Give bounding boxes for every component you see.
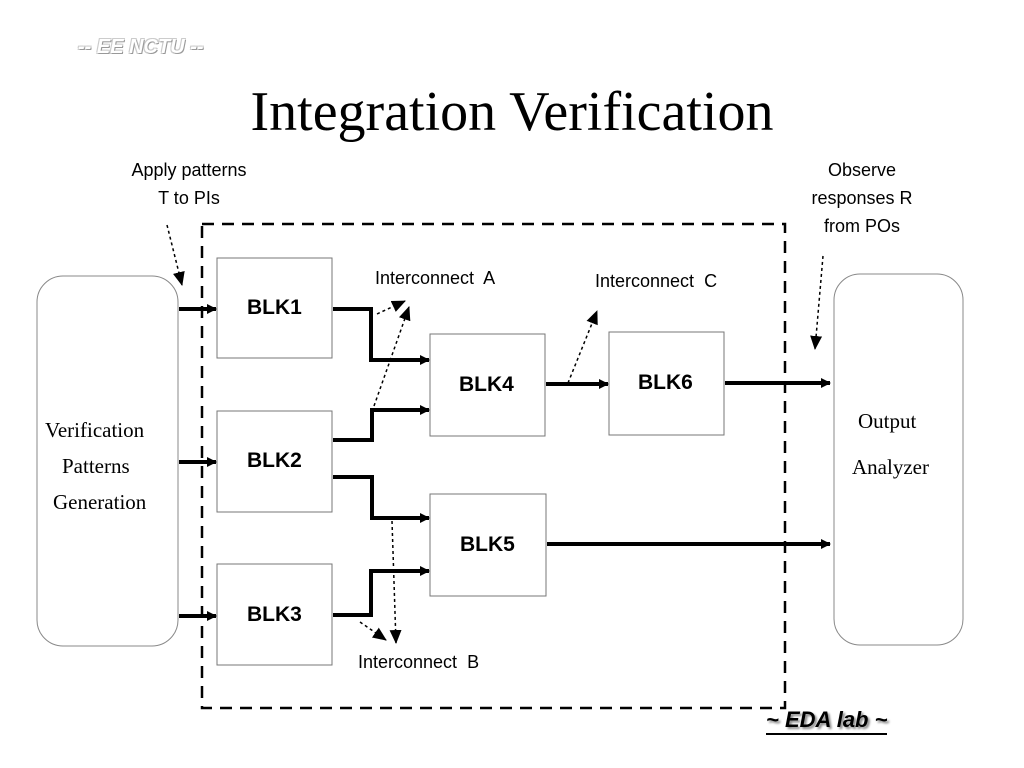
wire-blk2-blk4 <box>333 405 430 442</box>
observe-responses-line-2: responses R <box>811 188 913 208</box>
slide-title: Integration Verification <box>250 81 774 143</box>
wire-blk1-blk4 <box>333 307 430 365</box>
interconnect-b-label: Interconnect B <box>358 652 480 672</box>
blk3-box <box>216 563 333 666</box>
observe-responses-note: Observe responses R from POs <box>782 156 942 240</box>
interconnect-b-pointer-2 <box>389 520 402 644</box>
apply-patterns-line-2: T to PIs <box>158 188 220 208</box>
generator-line-2: Patterns <box>62 454 130 478</box>
interconnect-c-label: Interconnect C <box>595 271 718 291</box>
interconnect-b-pointer-1 <box>359 621 387 641</box>
blk2-label: BLK2 <box>247 449 302 472</box>
generator-line-3: Generation <box>53 490 147 514</box>
blk1-label: BLK1 <box>247 296 302 319</box>
blk5-box <box>429 493 547 597</box>
blk6-label: BLK6 <box>638 371 693 394</box>
blk1-box <box>216 257 333 359</box>
observe-responses-line-1: Observe <box>827 160 897 180</box>
interconnect-a-pointer-1 <box>376 300 406 315</box>
pattern-generator-box <box>36 275 179 647</box>
output-analyzer-box <box>833 273 964 646</box>
observe-responses-pointer <box>810 255 824 350</box>
observe-responses-line-3: from POs <box>823 216 900 236</box>
interconnect-c-pointer <box>567 310 598 384</box>
analyzer-line-2: Analyzer <box>852 455 929 479</box>
blk2-box <box>216 410 333 513</box>
blk3-label: BLK3 <box>247 603 302 626</box>
blk5-label: BLK5 <box>460 533 515 556</box>
wire-blk2-blk5 <box>333 475 430 523</box>
wire-blk3-blk5 <box>333 566 430 617</box>
header-tag: -- EE NCTU -- <box>78 36 204 58</box>
apply-patterns-line-1: Apply patterns <box>131 160 247 180</box>
apply-patterns-pointer <box>166 224 185 286</box>
dut-boundary <box>200 222 787 710</box>
blk4-box <box>429 333 546 437</box>
footer-tag: ~ EDA lab ~ <box>766 708 888 735</box>
blk4-label: BLK4 <box>459 373 514 396</box>
blk6-box <box>608 331 725 436</box>
generator-line-1: Verification <box>45 418 145 442</box>
apply-patterns-note: Apply patterns T to PIs <box>104 156 274 212</box>
analyzer-line-1: Output <box>858 409 917 433</box>
interconnect-a-pointer-2 <box>373 306 411 407</box>
interconnect-a-label: Interconnect A <box>375 268 496 288</box>
